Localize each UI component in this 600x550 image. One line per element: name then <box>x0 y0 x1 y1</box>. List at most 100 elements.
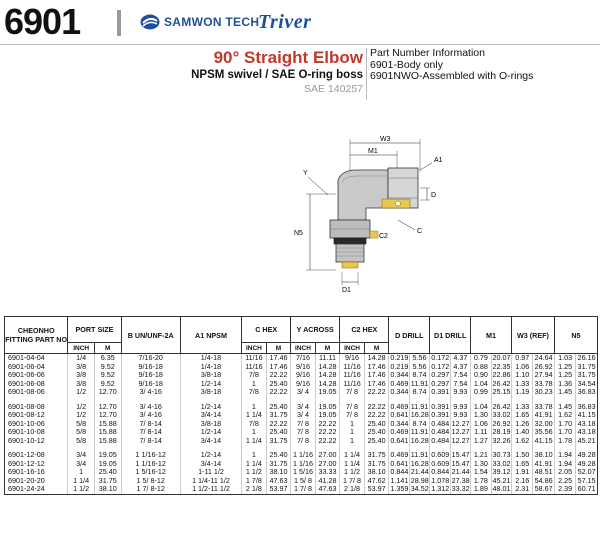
table-cell: 43.18 <box>575 428 598 437</box>
table-cell: 0.172 <box>429 353 451 363</box>
table-cell: 3/8 <box>67 371 95 380</box>
sub-port-mm: M <box>93 342 122 354</box>
table-cell: 38.10 <box>93 485 122 495</box>
table-cell: 1.27 <box>470 436 492 445</box>
table-cell: 0.88 <box>470 362 492 371</box>
table-cell: 9/16-18 <box>120 379 181 388</box>
col-d1: D1 DRILL <box>429 316 472 354</box>
table-cell: 34.54 <box>575 379 598 388</box>
title-divider <box>366 48 367 100</box>
table-cell: 1.19 <box>510 388 533 397</box>
table-cell <box>339 396 365 403</box>
table-cell: 1.91 <box>510 468 533 477</box>
table-cell: 7/ 8 <box>290 436 316 445</box>
table-cell: 11/16 <box>339 371 365 380</box>
table-cell: 1.94 <box>553 459 576 468</box>
table-cell: 31.75 <box>575 362 598 371</box>
samwon-logo-text: SAMWON TECH <box>164 15 260 29</box>
cell-part-no: 6901-20-20 <box>3 476 68 485</box>
table-cell <box>265 396 291 403</box>
col-fitting: CHEONHO FITTING PART NO <box>3 316 69 354</box>
table-cell: 7/ 8 <box>290 428 316 437</box>
table-cell: 48.51 <box>532 468 555 477</box>
table-cell: 1.89 <box>470 485 492 495</box>
table-cell <box>93 445 122 451</box>
triver-logo: Triver <box>258 11 312 33</box>
table-cell: 21.44 <box>449 468 471 477</box>
table-cell: 0.609 <box>429 451 451 460</box>
col-n5: N5 <box>553 316 599 354</box>
table-cell: 1.94 <box>553 451 576 460</box>
table-cell: 43.18 <box>575 419 598 428</box>
table-cell: 12.70 <box>93 402 122 411</box>
table-cell: 25.15 <box>490 388 512 397</box>
table-cell: 4.37 <box>449 353 471 363</box>
spec-table: CHEONHO FITTING PART NO PORT SIZE B UN/U… <box>3 316 599 495</box>
table-cell <box>93 396 122 403</box>
table-cell: 1-11 1/2 <box>179 468 242 477</box>
table-cell: 1 <box>241 402 267 411</box>
table-cell: 3/4 <box>67 451 95 460</box>
table-cell <box>553 445 576 451</box>
col-c2: C2 HEX <box>339 316 390 343</box>
table-cell: 0.99 <box>470 388 492 397</box>
table-cell <box>179 445 242 451</box>
table-cell <box>290 396 316 403</box>
table-cell: 21.44 <box>408 468 430 477</box>
table-cell: 0.469 <box>388 451 410 460</box>
table-cell: 28.19 <box>490 428 512 437</box>
table-cell: 3/8 <box>67 362 95 371</box>
table-cell: 3/4-14 <box>179 459 242 468</box>
table-cell: 17.46 <box>363 371 389 380</box>
table-cell: 32.00 <box>532 419 555 428</box>
table-cell: 53.97 <box>265 485 291 495</box>
product-subtitle: NPSM swivel / SAE O-ring boss <box>191 69 363 81</box>
table-cell: 9/16 <box>339 353 365 363</box>
table-cell: 0.344 <box>388 388 410 397</box>
table-cell: 22.35 <box>490 362 512 371</box>
table-cell: 12.70 <box>93 388 122 397</box>
table-cell <box>339 445 365 451</box>
table-cell: 1.33 <box>510 379 533 388</box>
table-cell <box>67 396 95 403</box>
table-cell: 0.641 <box>388 411 410 420</box>
table-cell: 1 1/16 <box>290 451 316 460</box>
col-port-size: PORT SIZE <box>67 316 122 343</box>
table-cell: 9/16-18 <box>120 371 181 380</box>
table-cell: 11.11 <box>314 353 340 363</box>
table-cell: 1/2-14 <box>179 428 242 437</box>
table-cell: 14.28 <box>314 371 340 380</box>
sub-c-inch: INCH <box>241 342 267 354</box>
table-cell: 41.91 <box>532 459 555 468</box>
table-cell: 14.28 <box>363 353 389 363</box>
table-cell <box>241 396 267 403</box>
table-cell: 35.56 <box>532 428 555 437</box>
table-cell: 47.63 <box>265 476 291 485</box>
table-cell: 5/8 <box>67 436 95 445</box>
table-cell: 34.52 <box>408 485 430 495</box>
table-cell: 1 1/16-12 <box>120 451 181 460</box>
table-cell: 0.344 <box>388 419 410 428</box>
table-cell: 54.86 <box>532 476 555 485</box>
table-cell: 11/16 <box>339 362 365 371</box>
table-cell: 1 <box>241 379 267 388</box>
table-cell: 1.36 <box>553 379 576 388</box>
table-cell: 36.83 <box>575 402 598 411</box>
table-cell: 1/4-18 <box>179 353 242 363</box>
table-cell: 3/ 4 <box>290 388 316 397</box>
table-cell: 1 1/4 <box>339 459 365 468</box>
table-cell: 1 <box>241 428 267 437</box>
table-cell: 0.172 <box>429 362 451 371</box>
product-title: 90° Straight Elbow <box>213 48 363 67</box>
part-number-title: 6901 <box>4 1 81 42</box>
label-c2: C2 <box>379 233 388 240</box>
table-cell: 38.10 <box>265 468 291 477</box>
table-cell: 3/ 4-16 <box>120 411 181 420</box>
table-cell: 1 5/16-12 <box>120 468 181 477</box>
table-cell <box>67 445 95 451</box>
table-cell: 1 1/16 <box>290 459 316 468</box>
table-cell: 47.62 <box>363 476 389 485</box>
cell-part-no: 6901-04-04 <box>3 353 68 363</box>
